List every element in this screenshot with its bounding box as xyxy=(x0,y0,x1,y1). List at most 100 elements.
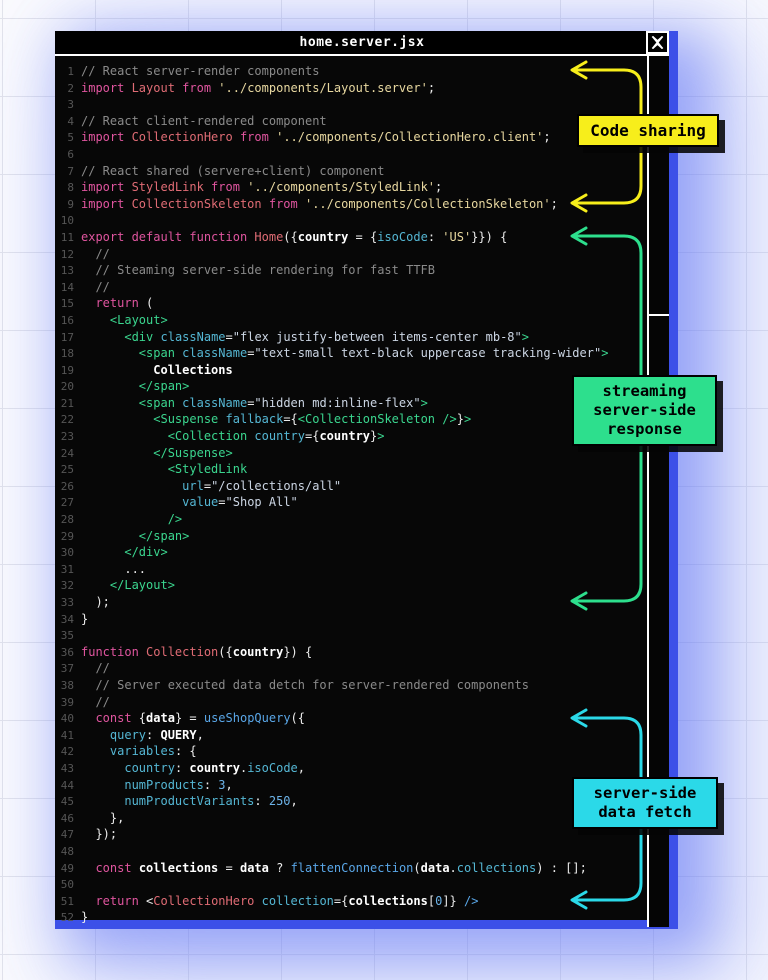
line-number: 42 xyxy=(60,745,74,759)
code-line: 33 ); xyxy=(59,594,647,611)
code-line: 44 numProducts: 3, xyxy=(59,777,647,794)
line-number: 30 xyxy=(60,546,74,560)
annotation-label-line: response xyxy=(607,420,682,438)
line-number: 18 xyxy=(60,347,74,361)
line-number: 38 xyxy=(60,678,74,692)
line-number: 8 xyxy=(67,181,74,195)
code-line: 41 query: QUERY, xyxy=(59,727,647,744)
line-number: 35 xyxy=(60,629,74,643)
line-number: 28 xyxy=(60,513,74,527)
code-line: 16 <Layout> xyxy=(59,312,647,329)
code-line: 6 xyxy=(59,146,647,163)
line-number: 10 xyxy=(60,214,74,228)
scrollbar[interactable] xyxy=(647,56,669,927)
line-number: 25 xyxy=(60,463,74,477)
line-number: 13 xyxy=(60,264,74,278)
code-line: 39 // xyxy=(59,694,647,711)
scrollbar-thumb-divider xyxy=(649,314,669,316)
annotation-label-line: server-side xyxy=(593,401,696,419)
code-line: 50 xyxy=(59,876,647,893)
line-number: 23 xyxy=(60,430,74,444)
code-line: 28 /> xyxy=(59,511,647,528)
code-line: 17 <div className="flex justify-between … xyxy=(59,329,647,346)
line-number: 15 xyxy=(60,297,74,311)
close-icon xyxy=(651,36,664,49)
line-number: 39 xyxy=(60,695,74,709)
code-line: 49 const collections = data ? flattenCon… xyxy=(59,860,647,877)
line-number: 6 xyxy=(67,147,74,161)
line-number: 48 xyxy=(60,844,74,858)
line-number: 27 xyxy=(60,496,74,510)
code-line: 45 numProductVariants: 250, xyxy=(59,793,647,810)
line-number: 14 xyxy=(60,280,74,294)
line-number: 50 xyxy=(60,878,74,892)
line-number: 24 xyxy=(60,446,74,460)
line-number: 26 xyxy=(60,479,74,493)
code-line: 18 <span className="text-small text-blac… xyxy=(59,345,647,362)
code-line: 10 xyxy=(59,212,647,229)
annotation-code-sharing: Code sharing xyxy=(577,114,719,147)
line-number: 49 xyxy=(60,861,74,875)
code-line: 30 </div> xyxy=(59,544,647,561)
line-number: 31 xyxy=(60,562,74,576)
code-line: 19 Collections xyxy=(59,362,647,379)
code-line: 29 </span> xyxy=(59,528,647,545)
code-line: 34} xyxy=(59,611,647,628)
code-line: 40 const {data} = useShopQuery({ xyxy=(59,710,647,727)
code-line: 46 }, xyxy=(59,810,647,827)
line-number: 36 xyxy=(60,645,74,659)
code-line: 48 xyxy=(59,843,647,860)
code-line: 24 </Suspense> xyxy=(59,445,647,462)
line-number: 29 xyxy=(60,529,74,543)
line-number: 22 xyxy=(60,413,74,427)
annotation-label-line: data fetch xyxy=(598,803,692,821)
line-number: 20 xyxy=(60,380,74,394)
code-line: 12 // xyxy=(59,246,647,263)
line-number: 16 xyxy=(60,313,74,327)
code-line: 26 url="/collections/all" xyxy=(59,478,647,495)
line-number: 47 xyxy=(60,828,74,842)
code-line: 38 // Server executed data detch for ser… xyxy=(59,677,647,694)
line-number: 46 xyxy=(60,811,74,825)
code-line: 35 xyxy=(59,627,647,644)
line-number: 21 xyxy=(60,396,74,410)
code-line: 13 // Steaming server-side rendering for… xyxy=(59,262,647,279)
code-line: 22 <Suspense fallback={<CollectionSkelet… xyxy=(59,411,647,428)
line-number: 41 xyxy=(60,728,74,742)
code-line: 51 return <CollectionHero collection={co… xyxy=(59,893,647,910)
code-line: 23 <Collection country={country}> xyxy=(59,428,647,445)
code-line: 27 value="Shop All" xyxy=(59,494,647,511)
code-line: 32 </Layout> xyxy=(59,577,647,594)
code-line: 42 variables: { xyxy=(59,743,647,760)
code-line: 52} xyxy=(59,909,647,926)
code-line: 7// React shared (servere+client) compon… xyxy=(59,163,647,180)
line-number: 3 xyxy=(67,98,74,112)
line-number: 33 xyxy=(60,596,74,609)
line-number: 37 xyxy=(60,662,74,676)
line-number: 45 xyxy=(60,795,74,809)
title-bar: home.server.jsx xyxy=(55,31,669,56)
line-number: 40 xyxy=(60,712,74,726)
code-line: 25 <StyledLink xyxy=(59,461,647,478)
line-number: 51 xyxy=(60,894,74,908)
close-button[interactable] xyxy=(646,31,669,54)
annotation-label-line: streaming xyxy=(602,382,687,400)
line-number: 5 xyxy=(67,131,74,145)
line-number: 11 xyxy=(60,230,74,244)
line-number: 52 xyxy=(60,911,74,925)
line-number: 19 xyxy=(60,363,74,377)
line-number: 43 xyxy=(60,761,74,775)
line-number: 34 xyxy=(60,612,74,626)
code-line: 3 xyxy=(59,96,647,113)
line-number: 4 xyxy=(67,114,74,128)
